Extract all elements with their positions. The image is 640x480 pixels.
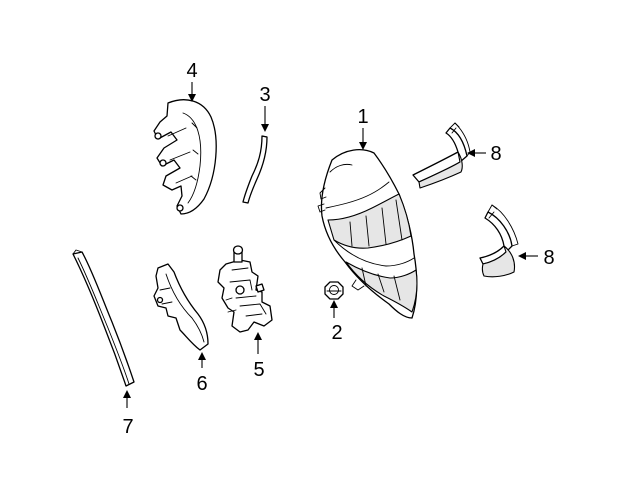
callout-6: 6 (196, 373, 207, 395)
callout-3: 3 (259, 84, 270, 106)
callout-1: 1 (357, 106, 368, 128)
callout-4: 4 (186, 60, 197, 82)
callout-7: 7 (122, 416, 133, 438)
part-4-mirror-frame (153, 99, 217, 215)
callout-8-lower: 8 (543, 247, 554, 269)
callout-labels: 4 3 1 8 8 2 5 6 7 (122, 60, 554, 438)
part-3-cable (242, 135, 268, 204)
part-6-bracket (153, 263, 209, 351)
callout-2: 2 (331, 322, 342, 344)
part-5-motor-assembly (217, 245, 273, 333)
callout-8-upper: 8 (490, 143, 501, 165)
part-7-trim-strip (72, 249, 135, 387)
part-8-lower-cover (479, 204, 519, 278)
callout-5: 5 (253, 359, 264, 381)
part-1-mirror-housing (317, 149, 418, 319)
part-2-nut (324, 281, 344, 300)
leader-lines (123, 82, 538, 408)
part-8-upper-cover (412, 122, 471, 189)
